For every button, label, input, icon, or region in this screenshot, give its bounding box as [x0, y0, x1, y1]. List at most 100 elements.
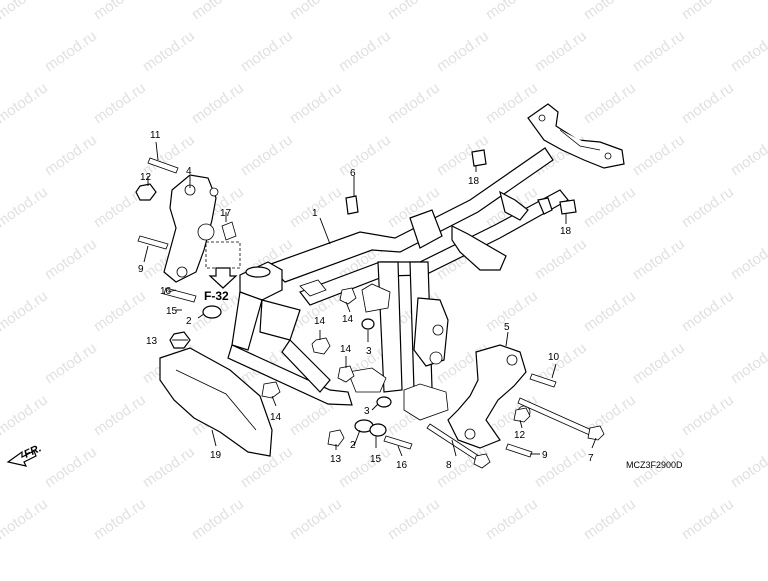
watermark-text: motod.ru — [385, 495, 443, 543]
watermark-text: motod.ru — [238, 131, 296, 179]
watermark-text: motod.ru — [679, 391, 737, 439]
watermark-text: motod.ru — [42, 339, 100, 387]
callout-19: 19 — [210, 450, 222, 461]
watermark-text: motod.ru — [679, 495, 737, 543]
watermark-text: motod.ru — [0, 287, 51, 335]
callout-3: 3 — [364, 406, 370, 417]
callout-9: 9 — [542, 450, 548, 461]
watermark-text: motod.ru — [483, 0, 541, 23]
watermark-text: motod.ru — [385, 79, 443, 127]
watermark-text: motod.ru — [581, 183, 639, 231]
watermark-text: motod.ru — [532, 443, 590, 491]
watermark-text: motod.ru — [630, 131, 688, 179]
callout-14: 14 — [270, 412, 282, 423]
callout-17: 17 — [220, 208, 232, 219]
watermark-text: motod.ru — [0, 235, 2, 283]
watermark-text: motod.ru — [189, 495, 247, 543]
callout-18: 18 — [468, 176, 480, 187]
watermark-text: motod.ru — [630, 235, 688, 283]
callout-11: 11 — [150, 130, 161, 141]
watermark-text: motod.ru — [287, 0, 345, 23]
callout-13: 13 — [330, 454, 342, 465]
watermark-text: motod.ru — [581, 79, 639, 127]
callout-16: 16 — [160, 286, 172, 297]
callout-3: 3 — [366, 346, 372, 357]
watermark-text: motod.ru — [189, 0, 247, 23]
callout-2: 2 — [350, 440, 356, 451]
callout-7: 7 — [588, 453, 594, 464]
callout-5: 5 — [504, 322, 510, 333]
watermark-text: motod.ru — [140, 443, 198, 491]
watermark-text: motod.ru — [238, 27, 296, 75]
watermark-text: motod.ru — [336, 27, 394, 75]
watermark-text: motod.ru — [42, 235, 100, 283]
watermark-text: motod.ru — [287, 79, 345, 127]
callout-6: 6 — [350, 168, 356, 179]
watermark-text: motod.ru — [728, 131, 768, 179]
main-frame — [227, 103, 625, 421]
watermark-text: motod.ru — [728, 27, 768, 75]
watermark-text: motod.ru — [0, 0, 51, 23]
watermark-text: motod.ru — [0, 131, 2, 179]
watermark-text: motod.ru — [385, 0, 443, 23]
engine-hanger-left — [163, 174, 219, 283]
callout-1: 1 — [312, 208, 318, 219]
watermark-text: motod.ru — [91, 495, 149, 543]
callout-14: 14 — [314, 316, 326, 327]
watermark-text: motod.ru — [630, 339, 688, 387]
callout-15: 15 — [370, 454, 382, 465]
watermark-text: motod.ru — [581, 0, 639, 23]
watermark-text: motod.ru — [532, 27, 590, 75]
watermark-text: motod.ru — [0, 183, 51, 231]
watermark-text: motod.ru — [140, 27, 198, 75]
watermark-text: motod.ru — [679, 0, 737, 23]
watermark-text: motod.ru — [91, 287, 149, 335]
callout-4: 4 — [186, 166, 192, 177]
watermark-text: motod.ru — [0, 339, 2, 387]
watermark-text: motod.ru — [0, 391, 51, 439]
watermark-text: motod.ru — [483, 287, 541, 335]
watermark-text: motod.ru — [728, 443, 768, 491]
callout-15: 15 — [166, 306, 178, 317]
watermark-text: motod.ru — [679, 183, 737, 231]
callout-10: 10 — [548, 352, 560, 363]
front-direction-label: FR. — [22, 442, 43, 460]
watermark-text: motod.ru — [0, 443, 2, 491]
leader-lines — [143, 141, 597, 457]
watermark-text: motod.ru — [581, 287, 639, 335]
callout-14: 14 — [340, 344, 352, 355]
reference-label: F-32 — [204, 289, 229, 303]
watermark-text: motod.ru — [532, 235, 590, 283]
watermark-text: motod.ru — [728, 339, 768, 387]
callout-18: 18 — [560, 226, 572, 237]
watermark-text: motod.ru — [679, 287, 737, 335]
watermark-text: motod.ru — [728, 235, 768, 283]
watermark-text: motod.ru — [0, 27, 2, 75]
watermark-text: motod.ru — [336, 443, 394, 491]
callout-2: 2 — [186, 316, 192, 327]
watermark-text: motod.ru — [189, 79, 247, 127]
watermark-text: motod.ru — [42, 27, 100, 75]
front-direction-arrow — [6, 450, 37, 467]
callout-labels: 1 2 2 3 3 4 5 6 7 8 9 9 10 11 12 12 13 1… — [22, 130, 683, 471]
watermark-text: motod.ru — [287, 495, 345, 543]
watermark-text: motod.ru — [630, 27, 688, 75]
callout-8: 8 — [446, 460, 452, 471]
watermark-text: motod.ru — [679, 79, 737, 127]
watermark-text: motod.ru — [483, 495, 541, 543]
callout-12: 12 — [514, 430, 526, 441]
watermark-text: motod.ru — [42, 131, 100, 179]
callout-16: 16 — [396, 460, 408, 471]
callout-13: 13 — [146, 336, 158, 347]
callout-9: 9 — [138, 264, 144, 275]
callout-12: 12 — [140, 172, 152, 183]
watermark-text: motod.ru — [336, 131, 394, 179]
watermark-text: motod.ru — [91, 391, 149, 439]
drawing-code: MCZ3F2900D — [626, 460, 683, 470]
watermark-text: motod.ru — [42, 443, 100, 491]
callout-14: 14 — [342, 314, 354, 325]
watermark-text: motod.ru — [0, 495, 51, 543]
watermark-text: motod.ru — [91, 0, 149, 23]
watermark-text: motod.ru — [581, 495, 639, 543]
